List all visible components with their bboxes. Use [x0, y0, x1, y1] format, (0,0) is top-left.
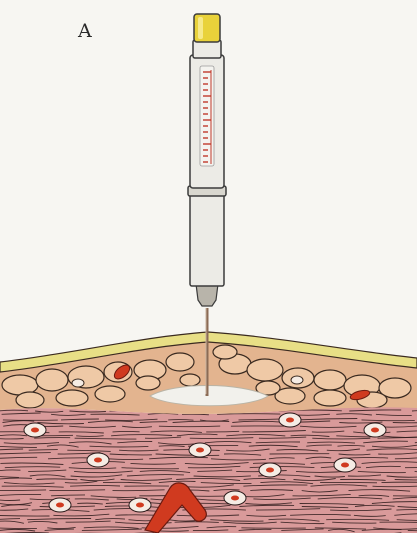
- fat-lobule: [56, 390, 88, 406]
- cell-nucleus: [136, 503, 144, 508]
- pen-needle-hub: [196, 284, 218, 306]
- cell-nucleus: [94, 458, 102, 463]
- fat-lobule: [180, 374, 200, 386]
- fat-lobule: [16, 392, 44, 408]
- cell-nucleus: [341, 463, 349, 468]
- fat-lobule: [247, 359, 283, 381]
- insulin-pen: [188, 14, 226, 306]
- pen-lower-body: [190, 192, 224, 286]
- cell-nucleus: [231, 496, 239, 501]
- muscle-layer: [0, 404, 417, 533]
- fat-lobule: [36, 369, 68, 391]
- cell-nucleus: [286, 418, 294, 423]
- fat-lobule: [213, 345, 237, 359]
- fat-cell: [72, 379, 84, 387]
- fat-lobule: [95, 386, 125, 402]
- pen-dose-button-cap: [194, 14, 220, 42]
- pen-dose-window: [200, 66, 214, 166]
- fat-lobule: [314, 390, 346, 406]
- cell-nucleus: [266, 468, 274, 473]
- cell-nucleus: [31, 428, 39, 433]
- pen-cap-highlight: [198, 17, 203, 39]
- cell-nucleus: [56, 503, 64, 508]
- muscle-fiber-line: [241, 528, 305, 529]
- fat-lobule: [136, 376, 160, 390]
- cell-nucleus: [371, 428, 379, 433]
- cell-nucleus: [196, 448, 204, 453]
- muscle-fiber-line: [405, 467, 417, 468]
- fat-cell: [291, 376, 303, 384]
- fat-lobule: [166, 353, 194, 371]
- fat-lobule: [314, 370, 346, 390]
- panel-label: A: [78, 20, 92, 42]
